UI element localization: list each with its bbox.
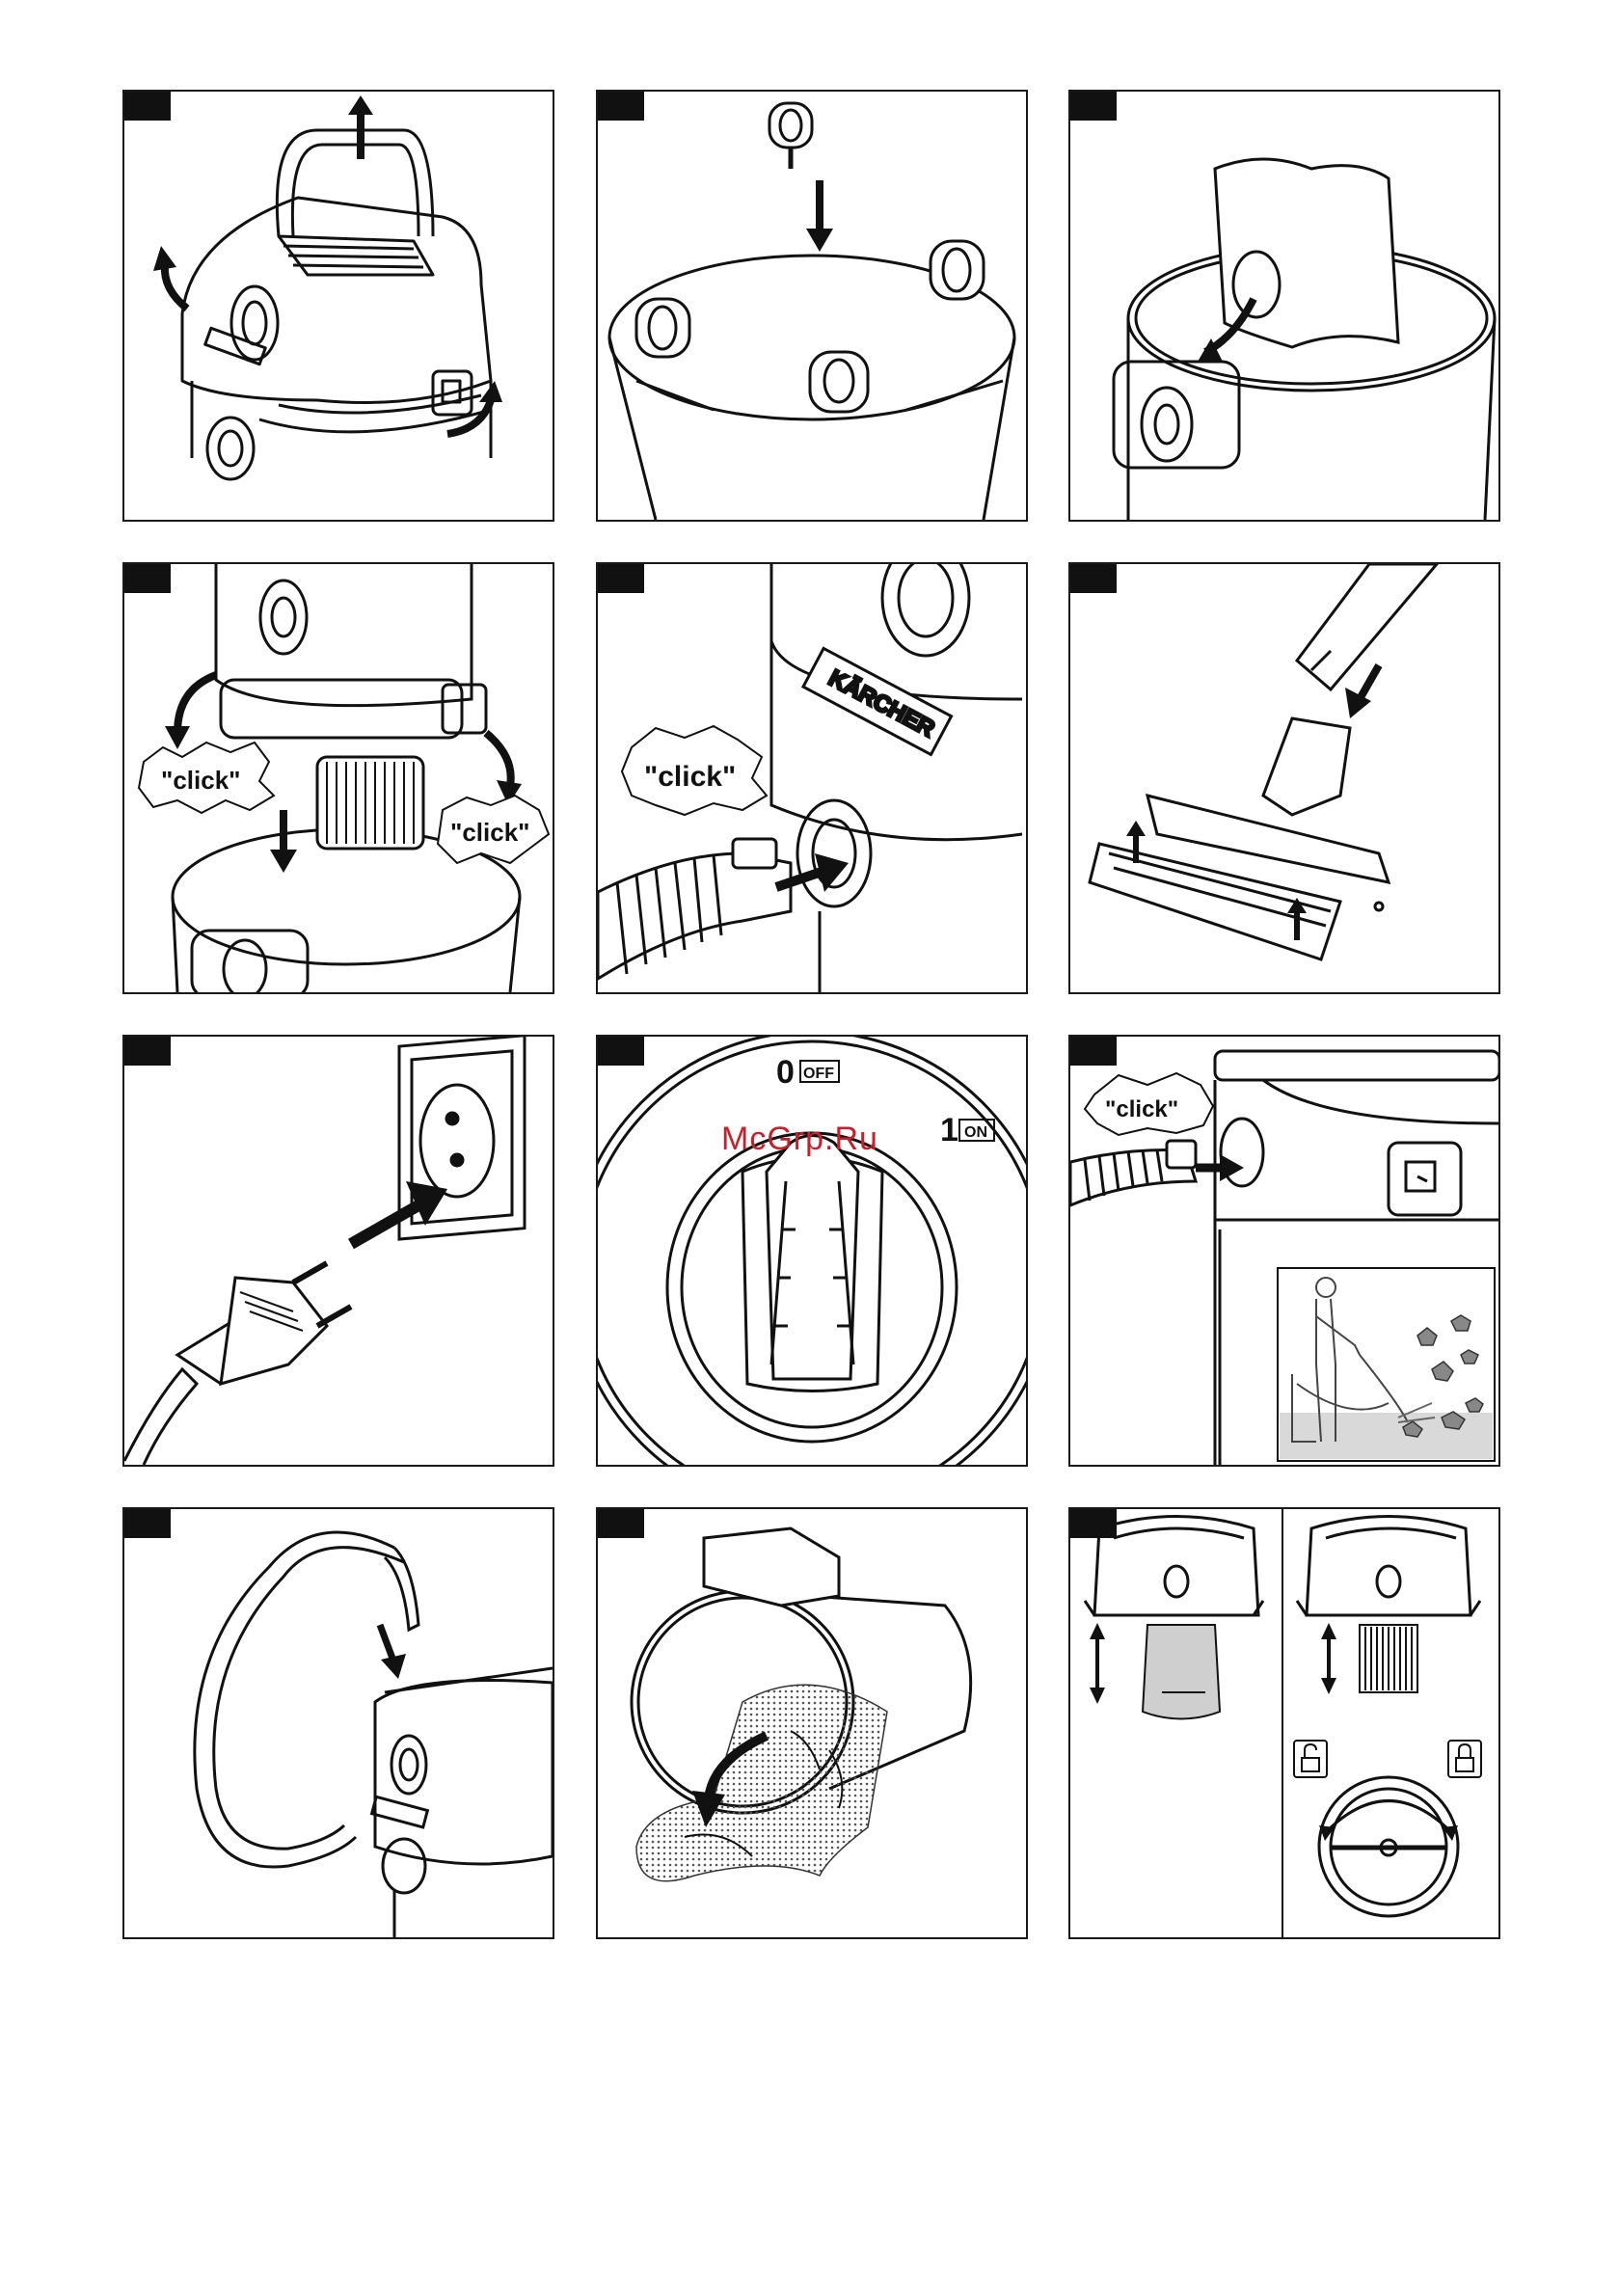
panel-7-plug-in	[122, 1035, 554, 1467]
step-number-tab	[598, 564, 644, 593]
step-number-tab	[124, 1509, 171, 1538]
hose-icon	[1070, 1141, 1196, 1205]
plug-icon	[124, 1263, 351, 1465]
step-number-tab	[598, 92, 644, 121]
arrow-icon	[486, 733, 522, 805]
arrow-icon	[1345, 665, 1379, 718]
wheel-icon	[769, 103, 812, 169]
arrow-icon	[806, 180, 833, 252]
emptying-container-illustration	[598, 1509, 1026, 1937]
click-label: "click"	[644, 761, 736, 793]
cartridge-filter-icon	[317, 757, 423, 849]
step-number-tab	[124, 564, 171, 593]
arrow-icon	[447, 381, 502, 434]
head-reattach-illustration: "click" "click"	[124, 564, 553, 992]
click-burst: "click"	[1085, 1073, 1213, 1135]
person-vacuuming-icon	[1278, 1268, 1495, 1461]
panel-10-store-hose	[122, 1507, 554, 1939]
filter-bag-icon	[1143, 1625, 1220, 1719]
hose-storage-illustration	[124, 1509, 553, 1937]
arrow-icon	[348, 95, 373, 159]
arrow-icon	[165, 675, 216, 749]
step-number-tab	[1070, 1509, 1117, 1538]
arrow-icon	[1319, 1801, 1458, 1842]
panel-5-attach-hose: KÄRCHER "click"	[596, 562, 1028, 994]
click-label: "click"	[450, 818, 529, 847]
panel-8-switch-on: 0 OFF 1 ON	[596, 1035, 1028, 1467]
filter-options-illustration	[1070, 1509, 1498, 1937]
step-number-tab	[1070, 564, 1117, 593]
arrow-icon	[153, 246, 187, 309]
switch-off-digit: 0	[776, 1054, 795, 1091]
click-label: "click"	[1105, 1096, 1178, 1122]
panel-6-floor-nozzle	[1068, 562, 1500, 994]
wheel-icon	[931, 241, 984, 299]
switch-on-label: ON	[964, 1124, 987, 1141]
panel-9-blowing-function: "click"	[1068, 1035, 1500, 1467]
cartridge-filter-icon	[1360, 1625, 1417, 1692]
switch-off-label: OFF	[803, 1066, 834, 1082]
step-number-tab	[1070, 92, 1117, 121]
panel-1-remove-head	[122, 90, 554, 522]
panel-2-attach-wheels	[596, 90, 1028, 522]
vacuum-head-illustration	[124, 92, 553, 520]
hose-attach-illustration: KÄRCHER "click"	[598, 564, 1026, 992]
step-number-tab	[124, 92, 171, 121]
click-burst-right: "click"	[438, 796, 549, 863]
step-number-tab	[124, 1037, 171, 1066]
lock-open-icon	[1294, 1741, 1327, 1777]
arrow-icon	[1090, 1623, 1105, 1704]
rotary-switch-icon: 0 OFF 1 ON	[598, 1037, 1026, 1465]
blowing-function-illustration: "click"	[1070, 1037, 1498, 1465]
wheel-icon	[636, 299, 689, 357]
filter-bag-insertion-illustration	[1070, 92, 1498, 520]
step-number-tab	[598, 1509, 644, 1538]
switch-on-digit: 1	[940, 1112, 958, 1148]
click-label: "click"	[161, 766, 240, 795]
lock-closed-icon	[1448, 1741, 1481, 1777]
click-burst: "click"	[622, 726, 767, 815]
step-number-tab	[598, 1037, 644, 1066]
hose-icon	[598, 839, 791, 979]
arrow-icon	[1196, 1154, 1244, 1181]
arrow-icon	[270, 810, 297, 873]
brand-plate: KÄRCHER	[803, 648, 952, 754]
container-with-wheels-illustration	[598, 92, 1026, 520]
watermark: McGrp.Ru	[721, 1121, 878, 1158]
step-number-tab	[1070, 1037, 1117, 1066]
arrow-icon	[380, 1625, 406, 1679]
panel-12-filter-options	[1068, 1507, 1500, 1939]
panel-11-empty-container	[596, 1507, 1028, 1939]
wheel-icon	[810, 352, 868, 412]
click-burst-left: "click"	[139, 743, 274, 813]
floor-nozzle-illustration	[1070, 564, 1498, 992]
arrow-icon	[1321, 1623, 1336, 1694]
plug-socket-illustration	[124, 1037, 553, 1465]
panel-4-reattach-head: "click" "click"	[122, 562, 554, 994]
panel-3-insert-filter-bag	[1068, 90, 1500, 522]
